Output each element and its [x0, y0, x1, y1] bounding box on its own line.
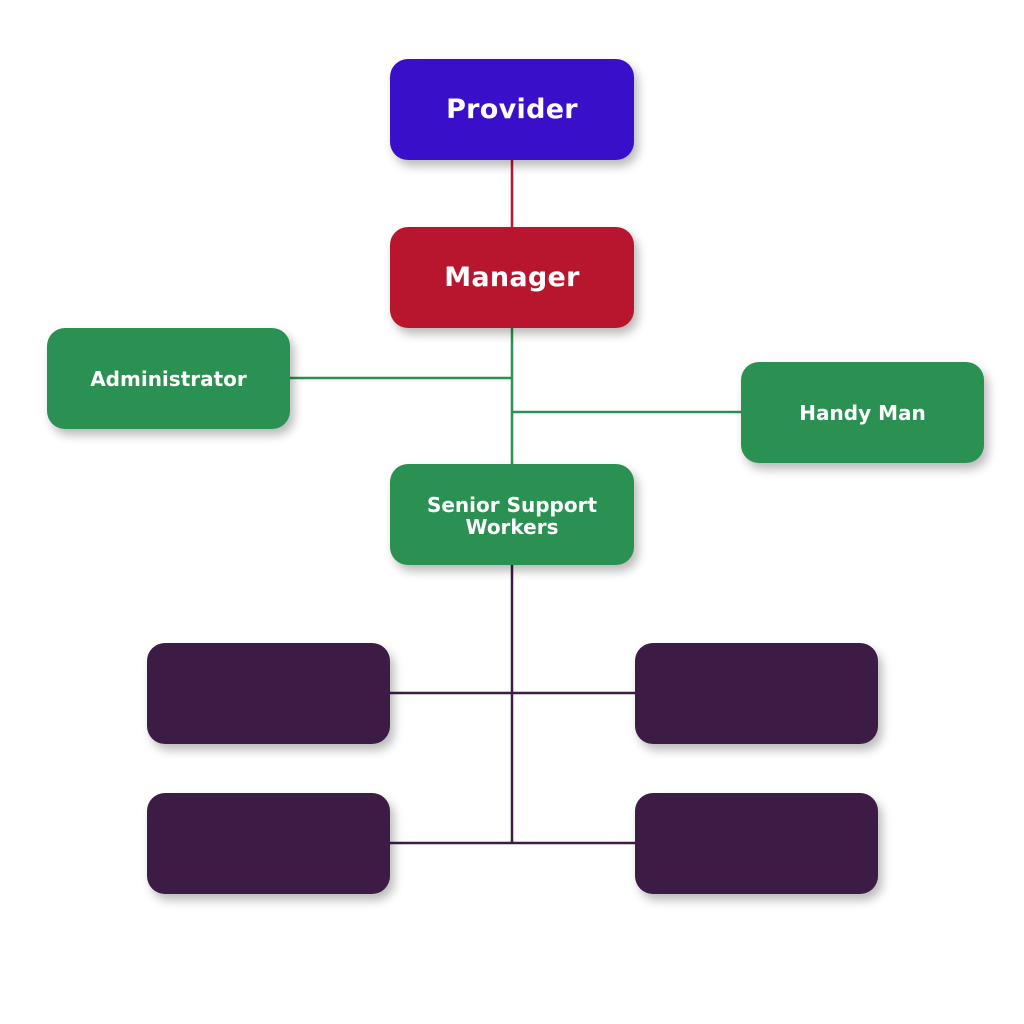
- provider-label: Provider: [446, 93, 578, 125]
- administrator-label: Administrator: [90, 366, 247, 391]
- handy-man-label: Handy Man: [799, 400, 926, 425]
- manager-node: Manager: [390, 227, 634, 328]
- manager-label: Manager: [444, 261, 580, 293]
- senior-support-workers-text: Senior Support Workers: [427, 494, 597, 538]
- support-worker-node: [635, 793, 878, 894]
- senior-support-workers-node: Senior Support Workers: [390, 464, 634, 565]
- handy-man-node: Handy Man: [741, 362, 984, 463]
- provider-node: Provider: [390, 59, 634, 160]
- support-worker-node: [635, 643, 878, 744]
- support-worker-node: [147, 793, 390, 894]
- administrator-node: Administrator: [47, 328, 290, 429]
- senior-support-workers-label-line2: Workers: [465, 514, 559, 539]
- support-worker-node: [147, 643, 390, 744]
- senior-support-workers-label-line1: Senior Support: [426, 492, 598, 517]
